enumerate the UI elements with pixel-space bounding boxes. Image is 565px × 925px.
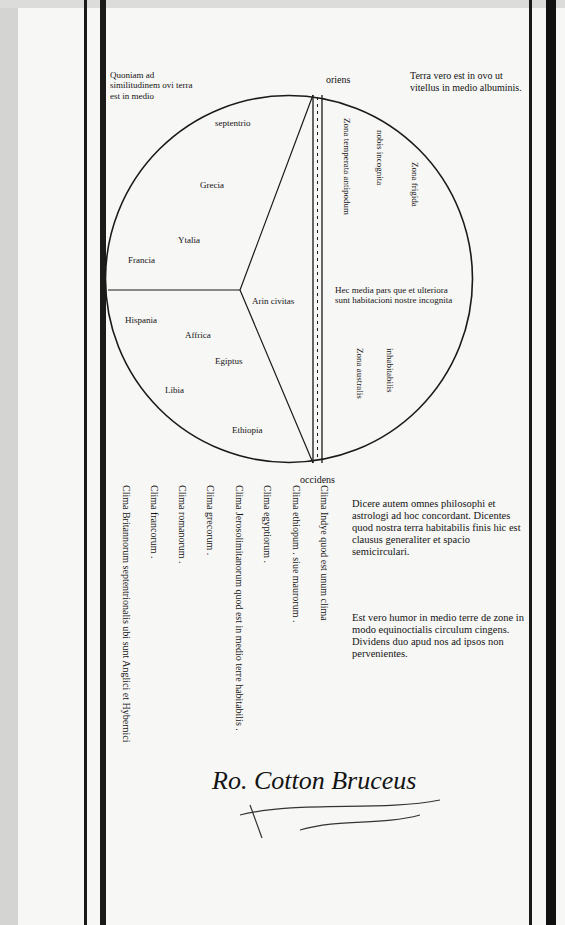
clime-label: Clima Indye quod est unum clima (319, 485, 331, 621)
direction-label: occidens (300, 474, 335, 486)
place-name: Ytalia (178, 235, 200, 245)
body-text: Dicere autem omnes philosophi et astrolo… (352, 498, 528, 558)
gutter-rule (100, 0, 106, 925)
place-name: Francia (128, 255, 155, 265)
world-circle: septentrioGreciaYtaliaFranciaArin civita… (104, 94, 474, 464)
page-edge (546, 0, 556, 925)
circle-outline (104, 94, 474, 464)
place-name: Zona australis (355, 348, 365, 399)
direction-label: oriens (326, 74, 350, 86)
gloss-text: Quoniam ad similitudinem ovi terra est i… (110, 70, 202, 101)
clime-label: Clima grecorum . (205, 485, 217, 555)
ocean-band-line (321, 95, 322, 463)
clime-label: Clima romanorum . (177, 485, 189, 564)
place-name: Arin civitas (252, 296, 294, 306)
clime-label: Clima francorum . (149, 485, 161, 559)
circle-border (106, 96, 473, 463)
place-name: Hispania (125, 315, 157, 325)
clime-boundary (108, 289, 240, 290)
place-name: Grecia (200, 180, 224, 190)
ocean-band-waves (317, 97, 318, 461)
body-text: Terra vero est in ovo ut vitellus in med… (410, 70, 528, 93)
place-name: Affrica (185, 330, 211, 340)
clime-label: Clima Jerosolimitanorum quod est in medi… (234, 485, 246, 731)
place-name: Egiptus (215, 356, 243, 366)
place-name: inhabitabilis (385, 348, 395, 393)
clime-label: Clima egyptiorum . (262, 485, 274, 563)
place-name: Zona frigida (410, 162, 420, 207)
place-name: Ethiopia (232, 425, 263, 435)
body-text: Est vero humor in medio terre de zone in… (352, 612, 526, 660)
owner-signature: Ro. Cotton Bruceus (212, 766, 416, 796)
clime-boundary (240, 95, 313, 463)
place-name: Zona temperata antipodum (342, 118, 352, 215)
place-name: septentrio (215, 118, 251, 128)
margin-rule (529, 0, 532, 925)
margin-rule (84, 0, 87, 925)
clime-label: Clima ethiopum . siue maurorum . (291, 485, 303, 622)
ocean-band-line (312, 95, 313, 463)
place-name: Libia (165, 385, 184, 395)
signature-flourish (240, 800, 440, 838)
clime-label: Clima Britannorum septentrionalis ubi su… (121, 485, 133, 742)
binding-edge (0, 0, 18, 925)
place-name: nobis incognita (375, 130, 385, 185)
place-name: Hec media pars que et ulteriora sunt hab… (335, 285, 460, 306)
